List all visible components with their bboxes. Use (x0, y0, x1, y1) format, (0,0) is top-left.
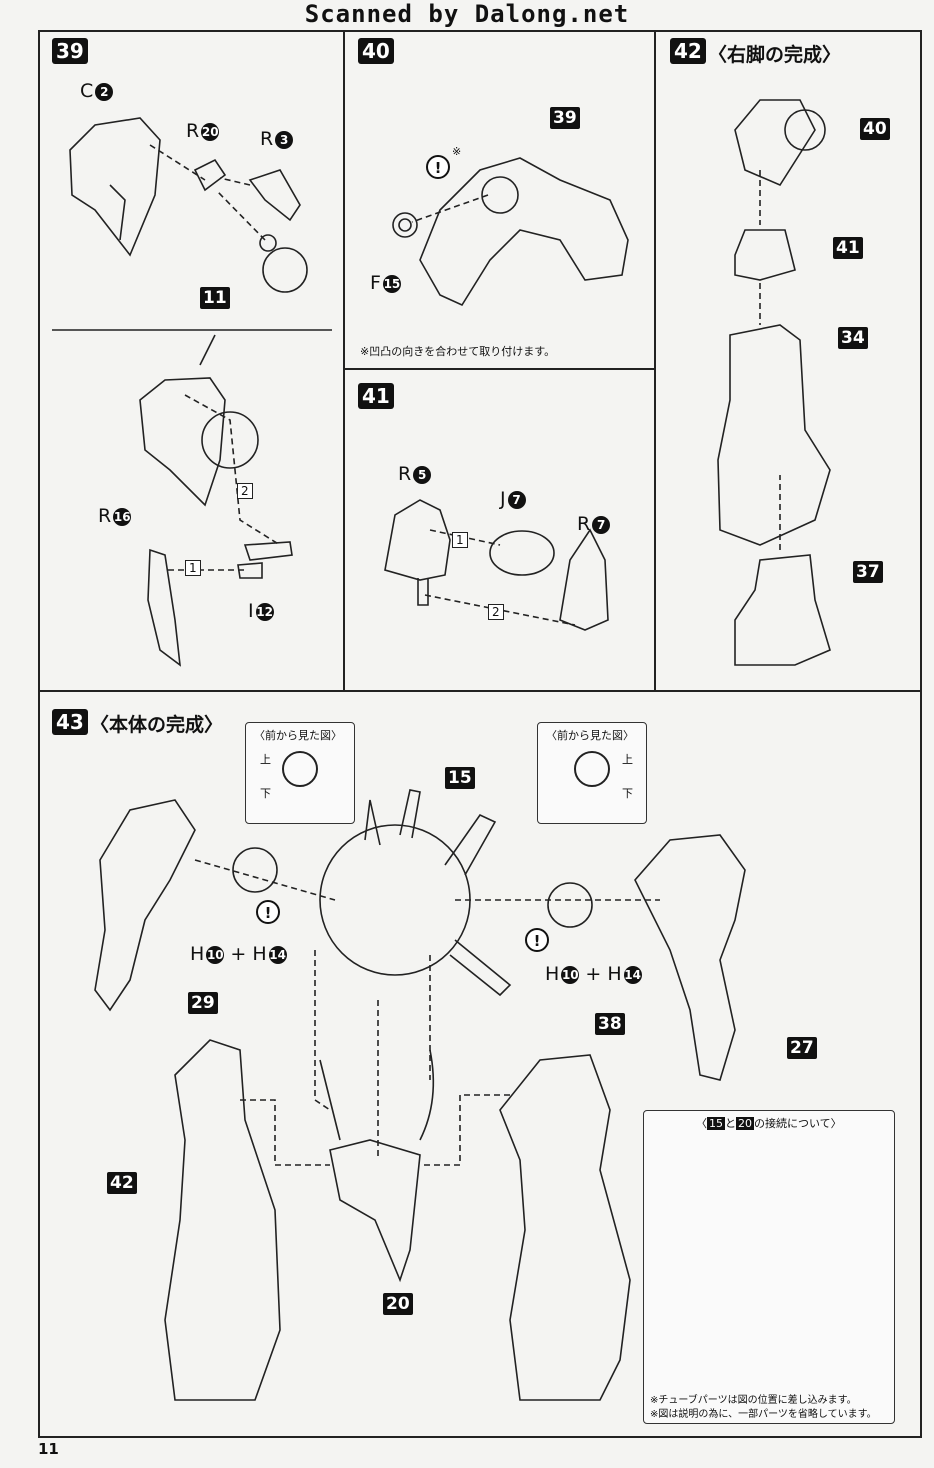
joint-front-view (282, 751, 318, 787)
step-43-badge: 43 (52, 709, 88, 735)
step-order-2: 2 (237, 483, 253, 499)
part-tag-38: 38 (595, 1013, 625, 1035)
part-tag-15: 15 (445, 767, 475, 789)
svg-text:!: ! (534, 932, 541, 950)
step-39-badge: 39 (52, 38, 88, 64)
front-view-caption: 〈前から見た図〉 (546, 729, 634, 742)
down-label: 下 (260, 787, 271, 800)
connection-note-1: ※チューブパーツは図の位置に差し込みます。 (650, 1395, 857, 1406)
step-order-2b: 2 (488, 604, 504, 620)
joint-front-view (574, 751, 610, 787)
up-label: 上 (260, 753, 271, 766)
connection-note-2: ※図は説明の為に、一部パーツを省略しています。 (650, 1409, 877, 1420)
svg-text:!: ! (435, 159, 442, 177)
down-label: 下 (622, 787, 633, 800)
step-42-badge: 42 (670, 38, 706, 64)
step-40-badge: 40 (358, 38, 394, 64)
step-order-1: 1 (185, 560, 201, 576)
step-42-title: 〈右脚の完成〉 (708, 44, 842, 66)
panel-step-43 (38, 690, 922, 1438)
part-tag-37: 37 (853, 561, 883, 583)
part-tag-41: 41 (833, 237, 863, 259)
part-tag-11: 11 (200, 287, 230, 309)
part-tag-39: 39 (550, 107, 580, 129)
part-tag-42: 42 (107, 1172, 137, 1194)
page-number: 11 (38, 1440, 59, 1458)
step-43-title: 〈本体の完成〉 (90, 714, 224, 736)
part-tag-27: 27 (787, 1037, 817, 1059)
up-label: 上 (622, 753, 633, 766)
part-tag-29: 29 (188, 992, 218, 1014)
front-view-caption: 〈前から見た図〉 (254, 729, 342, 742)
step-41-badge: 41 (358, 383, 394, 409)
scan-watermark: Scanned by Dalong.net (304, 0, 630, 28)
asterisk-mark: ※ (452, 145, 462, 158)
front-view-left: 〈前から見た図〉 上 下 (245, 722, 355, 824)
svg-text:!: ! (265, 904, 272, 922)
part-tag-34: 34 (838, 327, 868, 349)
step-order-1b: 1 (452, 532, 468, 548)
part-tag-40: 40 (860, 118, 890, 140)
front-view-right: 〈前から見た図〉 上 下 (537, 722, 647, 824)
part-tag-20: 20 (383, 1293, 413, 1315)
step-40-note: ※凹凸の向きを合わせて取り付けます。 (360, 345, 556, 358)
